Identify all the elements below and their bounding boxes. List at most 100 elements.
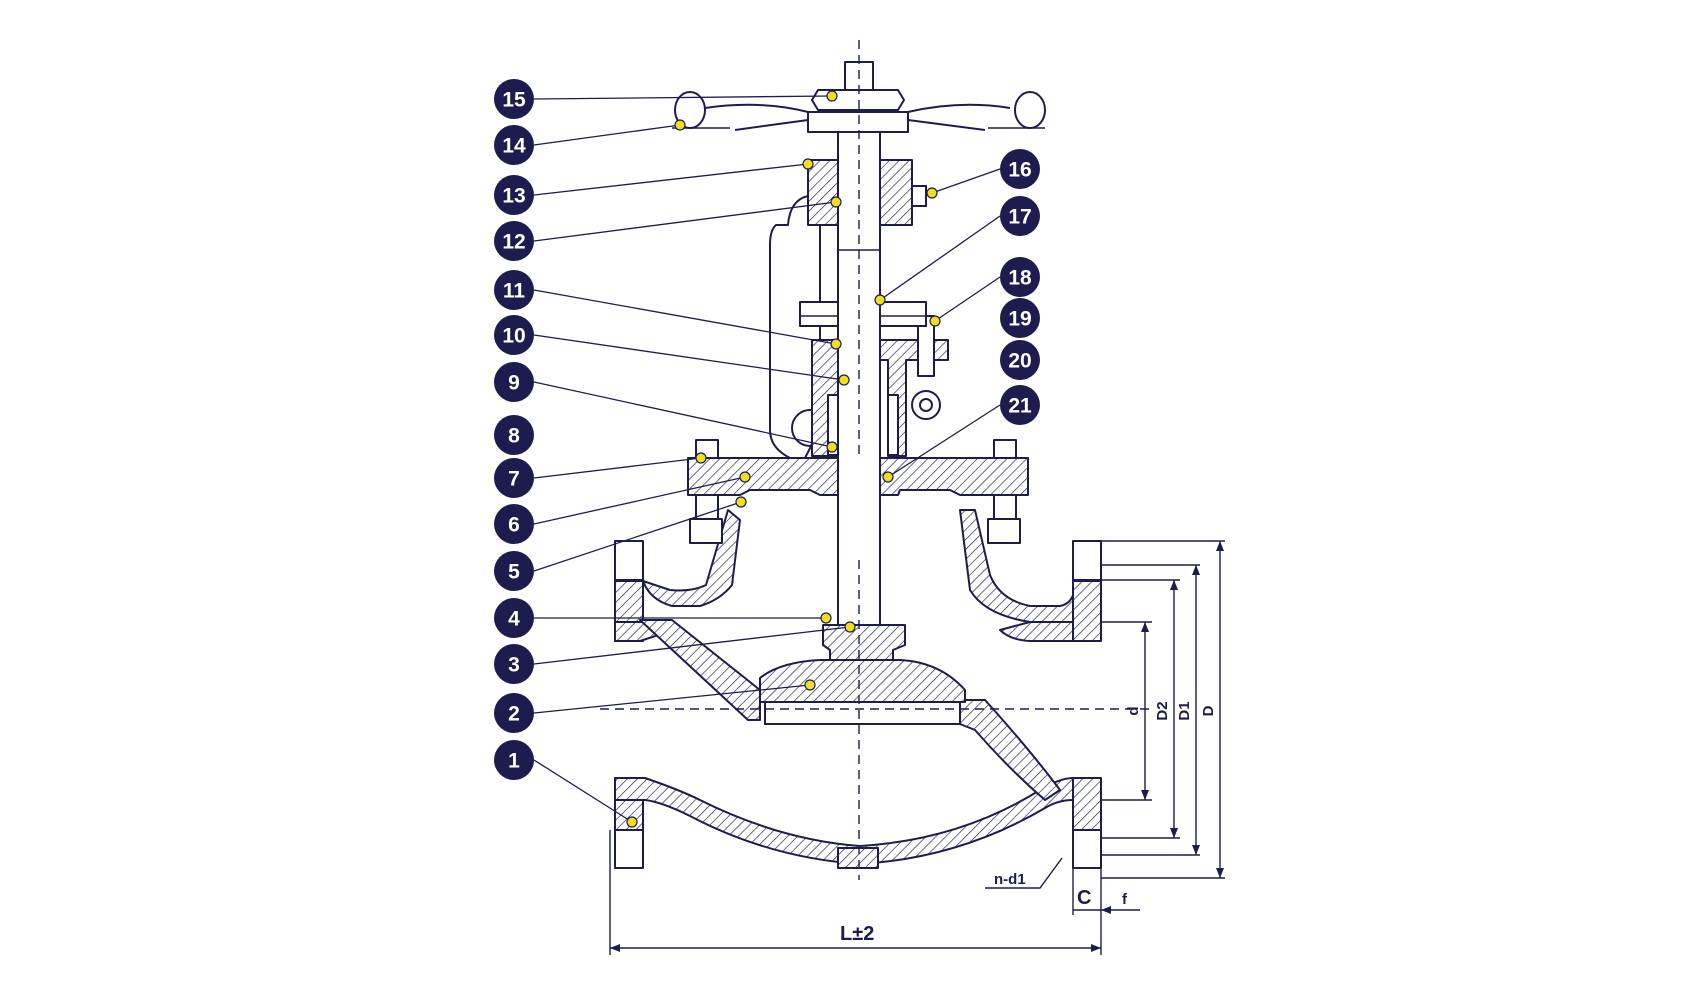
dim-f-label: f	[1122, 891, 1128, 908]
part-badge-circle-4	[494, 598, 534, 638]
part-badge-8: 8	[494, 415, 534, 455]
leader-line-16	[931, 168, 1001, 194]
part-badge-7: 7	[494, 458, 534, 498]
part-number-3: 3	[508, 654, 520, 677]
callout-dot-3	[844, 621, 856, 633]
dim-bolt-holes-label: n-d1	[994, 871, 1026, 888]
leader-line-10	[533, 334, 845, 381]
part-number-5: 5	[508, 561, 520, 584]
part-number-15: 15	[502, 89, 526, 112]
part-badge-6: 6	[494, 504, 534, 544]
part-badge-circle-14	[494, 125, 534, 165]
callout-dot-18	[929, 315, 941, 327]
callout-dot-4	[820, 612, 832, 624]
part-number-16: 16	[1008, 159, 1031, 182]
dim-length-label: L±2	[840, 923, 874, 945]
part-badge-circle-1	[494, 740, 534, 780]
part-number-9: 9	[508, 372, 520, 395]
callout-dot-2	[804, 679, 816, 691]
part-badge-18: 18	[1000, 257, 1040, 297]
part-badge-circle-15	[494, 79, 534, 119]
part-badge-21: 21	[1000, 385, 1040, 425]
part-badge-4: 4	[494, 598, 534, 638]
part-badge-circle-10	[494, 315, 534, 355]
part-badge-20: 20	[1000, 340, 1040, 380]
part-number-18: 18	[1008, 267, 1032, 290]
part-badge-11: 11	[494, 270, 534, 310]
leader-line-9	[533, 381, 833, 448]
part-number-2: 2	[508, 703, 520, 726]
part-badge-10: 10	[494, 315, 534, 355]
callout-dot-9	[826, 441, 838, 453]
part-badge-circle-16	[1000, 149, 1040, 189]
part-badge-circle-21	[1000, 385, 1040, 425]
callout-dot-15	[826, 90, 838, 102]
callout-dot-13	[802, 158, 814, 170]
part-badge-circle-17	[1000, 196, 1040, 236]
part-badge-circle-3	[494, 644, 534, 684]
dim-C-label: C	[1077, 887, 1091, 909]
leader-line-11	[533, 289, 837, 345]
part-badge-2: 2	[494, 693, 534, 733]
callout-dot-16	[926, 187, 938, 199]
part-badge-12: 12	[494, 221, 534, 261]
callout-dot-1	[626, 816, 638, 828]
part-badge-circle-7	[494, 458, 534, 498]
part-number-19: 19	[1008, 308, 1031, 331]
dim-d-label: d	[1125, 706, 1142, 715]
leader-line-21	[887, 404, 1001, 478]
part-number-14: 14	[502, 135, 526, 158]
callout-dot-21	[882, 471, 894, 483]
callout-dot-5	[735, 496, 747, 508]
dimensions: d D2 D1 D n-d1 C f L±2	[609, 540, 1225, 955]
leader-line-3	[533, 626, 851, 665]
callout-dot-17	[874, 294, 886, 306]
part-number-6: 6	[508, 514, 520, 537]
dim-D2-label: D2	[1154, 701, 1171, 720]
dim-D1-label: D1	[1176, 701, 1193, 720]
part-number-8: 8	[508, 425, 520, 448]
callout-dot-6	[739, 471, 751, 483]
part-badge-circle-6	[494, 504, 534, 544]
callout-dot-7	[695, 452, 707, 464]
part-badge-9: 9	[494, 362, 534, 402]
leader-line-18	[934, 276, 1001, 322]
part-number-1: 1	[508, 750, 520, 773]
callout-dot-12	[830, 196, 842, 208]
part-badge-5: 5	[494, 551, 534, 591]
part-badge-3: 3	[494, 644, 534, 684]
dim-D-label: D	[1200, 705, 1217, 716]
part-badge-17: 17	[1000, 196, 1040, 236]
part-badge-14: 14	[494, 125, 534, 165]
part-badge-circle-9	[494, 362, 534, 402]
callout-dot-11	[830, 338, 842, 350]
leader-line-13	[533, 163, 809, 196]
part-badge-16: 16	[1000, 149, 1040, 189]
leader-line-14	[533, 124, 681, 146]
callout-dot-10	[838, 374, 850, 386]
part-badge-13: 13	[494, 175, 534, 215]
part-number-4: 4	[508, 608, 520, 631]
part-badge-circle-13	[494, 175, 534, 215]
part-number-10: 10	[502, 325, 525, 348]
callout-dot-14	[674, 119, 686, 131]
leader-line-1	[533, 759, 633, 823]
part-badge-circle-5	[494, 551, 534, 591]
part-badge-circle-18	[1000, 257, 1040, 297]
leader-line-7	[533, 457, 702, 479]
part-number-21: 21	[1008, 395, 1032, 418]
valve-body	[614, 509, 1102, 869]
part-number-11: 11	[503, 280, 526, 303]
part-badge-circle-12	[494, 221, 534, 261]
part-badge-circle-2	[494, 693, 534, 733]
part-badge-19: 19	[1000, 298, 1040, 338]
part-badge-circle-8	[494, 415, 534, 455]
part-number-12: 12	[502, 231, 525, 254]
leader-line-12	[533, 201, 837, 242]
part-badge-15: 15	[494, 79, 534, 119]
part-number-17: 17	[1008, 206, 1031, 229]
part-badge-circle-19	[1000, 298, 1040, 338]
part-badge-circle-20	[1000, 340, 1040, 380]
